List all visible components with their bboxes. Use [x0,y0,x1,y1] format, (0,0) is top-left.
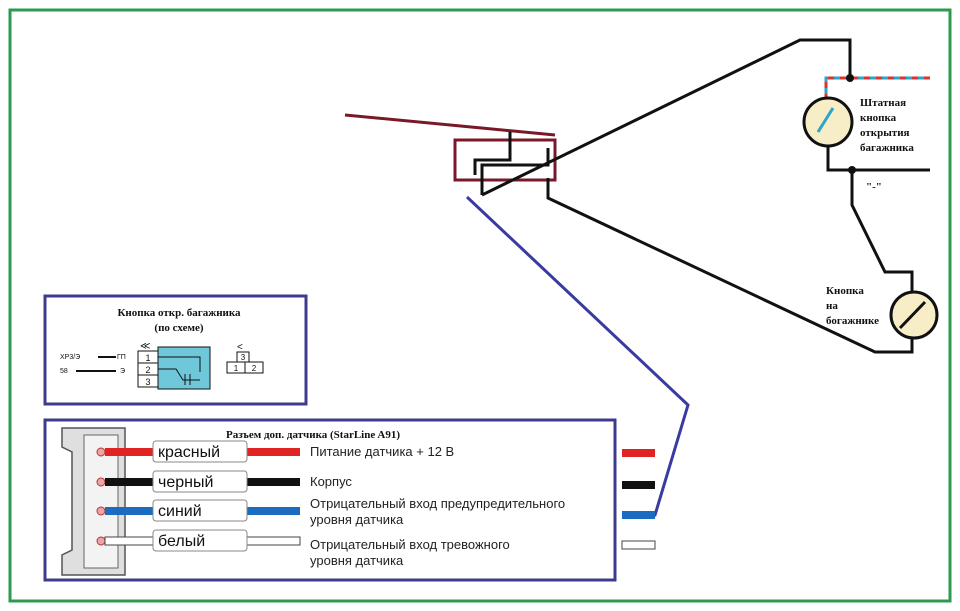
red-wire-stub [105,448,155,456]
connector-panel: Разъем доп. датчика (StarLine A91) красн… [43,418,617,582]
black-wire-tail [246,478,300,486]
stock-button-label-line-4: багажника [860,142,914,154]
stock-button-circle [802,96,854,148]
trunk-lid-label-line-2: на [826,300,838,312]
trunk-lid-button-switch [898,300,927,330]
scheme-panel-subtitle: (по схеме) [154,322,203,334]
scheme-switch-lines [158,356,201,385]
minus-label: "-" [866,181,882,193]
e-label: Э [120,368,125,375]
trunk-lid-button-symbol [889,290,939,340]
relay-contact-2 [480,148,550,195]
wire-58-label: 58 [60,368,68,375]
red-wire-tail [246,448,300,456]
scheme-pin-3: 3 [145,377,150,387]
scheme-pin-2: 2 [145,365,150,375]
white-wire-description-line-1: Отрицательный вход тревожного [310,537,510,552]
trunk-lid-button-label: Кнопка на богажнике [826,285,879,327]
relay-contact-1 [473,132,512,175]
white-wire-label-box [152,529,248,552]
blue-wire-end [622,511,655,519]
trunk-lid-return-wire [546,178,914,354]
blue-wire-description-line-2: уровня датчика [310,512,404,527]
wire-to-trunk-lid-button [850,170,914,295]
connector-panel-title: Разъем доп. датчика (StarLine A91) [226,429,400,441]
white-wire-end [621,540,656,550]
outer-frame [8,8,952,603]
connector-pin-2 [96,477,106,487]
right-pin-1: 1 [234,364,239,373]
white-wire-stub [104,536,156,546]
stock-button-label-line-2: кнопка [860,112,897,124]
junction-dot-top [846,74,854,82]
black-wire-end [622,481,655,489]
connector-pin-1 [96,447,106,457]
red-wire-description: Питание датчика + 12 В [310,444,454,459]
red-wire-label-box [152,440,248,463]
black-wire-label: черный [158,474,213,491]
blue-wire-description: Отрицательный вход предупредительного ур… [310,496,569,527]
trunk-lid-label-line-3: богажнике [826,315,879,327]
stock-button-ground-wire [826,146,930,172]
stock-trunk-button-symbol [802,96,854,148]
blue-wire-label-box [152,499,248,522]
connector-plug-inner [83,434,119,569]
blue-wire-label: синий [158,503,202,520]
right-connector-arrow-icon: < [237,342,243,353]
white-wire-tail [245,536,301,546]
scheme-panel-title: Кнопка откр. багажника [117,307,241,319]
scheme-switch-block [157,346,211,390]
connector-arrow-icon: ≪ [140,341,150,352]
white-wire-description-line-2: уровня датчика [310,553,404,568]
connector-panel-border [43,418,617,582]
red-wire-label: красный [158,444,220,461]
relay-feed-wire [344,113,556,137]
wire-to-stock-button [481,38,852,197]
blue-wire-tail [246,507,300,515]
stock-button-label-line-3: открытия [860,127,910,139]
junction-dot-bottom [848,166,856,174]
connector-pin-3 [96,506,106,516]
blue-wire-stub [105,507,155,515]
wire-xp3-label: XP3/Э [60,354,80,361]
black-wire-description: Корпус [310,474,352,489]
relay-block [453,132,557,195]
connector-pin-4 [96,536,106,546]
white-wire-description: Отрицательный вход тревожного уровня дат… [310,537,513,568]
stock-button-switch [816,107,835,133]
black-wire-stub [105,478,155,486]
gp-label: ГП [117,354,126,361]
stock-button-label: Штатная кнопка открытия багажника [860,97,914,154]
white-wire-label: белый [158,533,205,550]
right-pin-2: 2 [252,364,257,373]
scheme-panel: Кнопка откр. багажника (по схеме) XP3/Э … [43,294,308,406]
trunk-lid-label-line-1: Кнопка [826,285,864,297]
black-wire-label-box [152,470,248,493]
blue-wire-description-line-1: Отрицательный вход предупредительного [310,496,565,511]
right-connector-bottom-2 [244,361,264,374]
stock-button-label-line-1: Штатная [860,97,906,109]
red-wire-end [622,449,655,457]
right-pin-3: 3 [241,353,246,362]
scheme-pin-1: 1 [145,353,150,363]
